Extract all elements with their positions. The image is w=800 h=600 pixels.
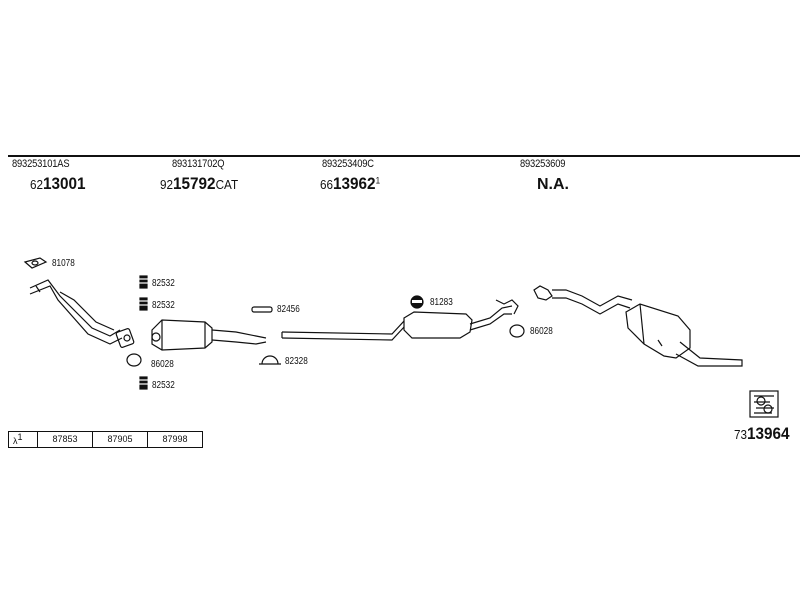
drawing-reference-icon — [749, 390, 779, 418]
col4-not-available: N.A. — [537, 176, 569, 193]
col2-part-number: 9215792CAT — [160, 174, 238, 194]
part-label-82456: 82456 — [277, 304, 300, 315]
col3-part-number: 66139621 — [320, 174, 380, 194]
col2-suffix: CAT — [215, 177, 239, 192]
part-label-86028-b: 86028 — [530, 326, 553, 337]
col2-bold: 15792 — [173, 174, 216, 193]
col1-part-number: 6213001 — [30, 174, 86, 194]
col2-prefix: 92 — [160, 177, 174, 192]
seal-ring-right-icon — [509, 324, 525, 338]
lambda-superscript: 1 — [17, 432, 23, 442]
lambda-code-cell: 87853 — [37, 431, 93, 448]
seal-ring-icon — [126, 353, 142, 367]
middle-silencer-icon — [403, 299, 519, 339]
part-label-81283: 81283 — [430, 297, 453, 308]
col3-prefix: 66 — [320, 177, 334, 192]
table-row: λ1 87853 87905 87998 — [8, 431, 203, 448]
catalytic-converter-icon — [151, 319, 267, 351]
intermediate-pipe-icon — [281, 315, 413, 341]
part-label-82328: 82328 — [285, 356, 308, 367]
lambda-symbol-cell: λ1 — [8, 431, 38, 448]
col1-prefix: 62 — [30, 177, 44, 192]
spring-clamp-icon — [139, 275, 148, 390]
col4-oe-number: 893253609 — [520, 158, 566, 170]
lambda-symbol: λ — [13, 436, 18, 446]
part-label-82532-a: 82532 — [152, 278, 175, 289]
col3-oe-number: 893253409C — [322, 158, 374, 170]
drawing-reference-number: 7313964 — [734, 424, 790, 444]
rear-silencer-icon — [533, 285, 743, 367]
col1-oe-number: 893253101AS — [12, 158, 70, 170]
lambda-code-cell: 87905 — [92, 431, 148, 448]
part-label-81078: 81078 — [52, 258, 75, 269]
reference-bold: 13964 — [747, 424, 790, 443]
clamp-82456-icon — [251, 306, 273, 313]
col3-bold: 13962 — [333, 174, 376, 193]
lambda-code-table: λ1 87853 87905 87998 — [8, 431, 203, 448]
u-bolt-clamp-icon — [259, 355, 281, 365]
lambda-code-cell: 87998 — [147, 431, 203, 448]
col1-bold: 13001 — [43, 174, 86, 193]
col2-oe-number: 893131702Q — [172, 158, 225, 170]
rubber-hanger-icon — [410, 295, 424, 309]
reference-prefix: 73 — [734, 427, 748, 442]
part-label-86028-a: 86028 — [151, 359, 174, 370]
col3-superscript: 1 — [375, 175, 381, 186]
front-pipe-icon — [29, 279, 135, 348]
part-label-82532-b: 82532 — [152, 300, 175, 311]
top-divider-line — [8, 155, 800, 157]
gasket-81078-icon — [23, 257, 48, 269]
part-label-82532-c: 82532 — [152, 380, 175, 391]
